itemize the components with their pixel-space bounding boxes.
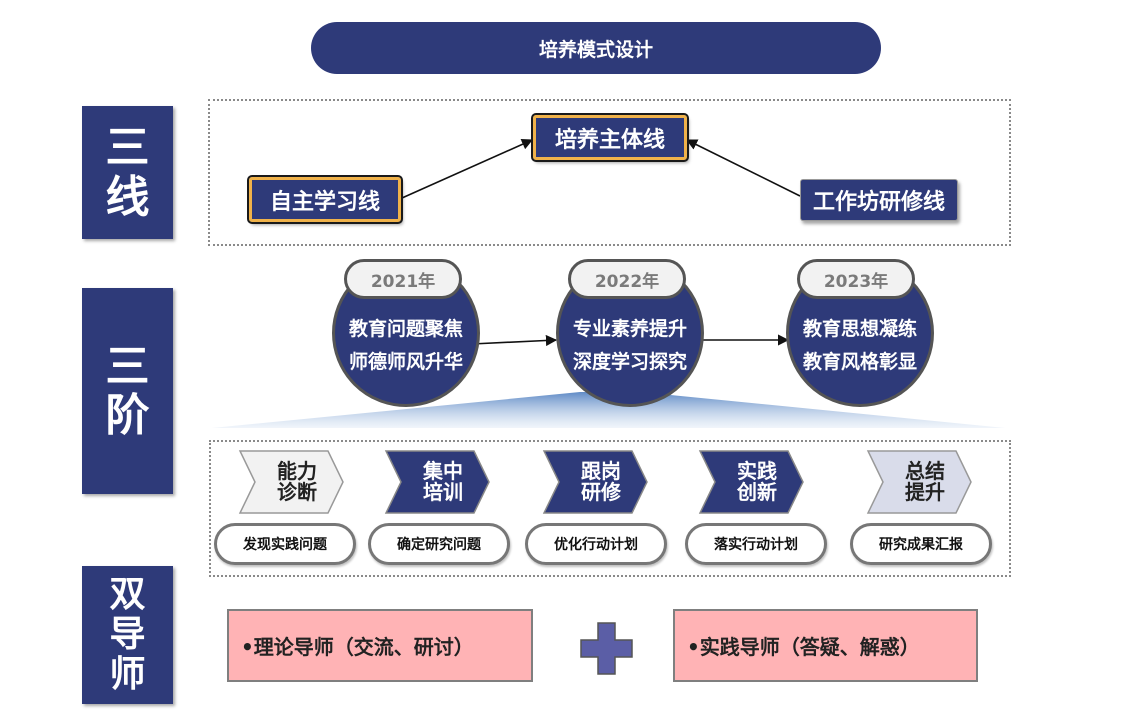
arrow-stage1-to-stage2 <box>471 334 558 347</box>
spotlight-fan <box>212 392 1005 428</box>
year-pill-2021: 2021年 <box>344 259 462 299</box>
chevron-text: 提升 <box>905 480 945 504</box>
stage-text-line2: 教育风格彰显 <box>802 351 917 373</box>
chevron-label-5: 总结 提升 <box>890 451 960 513</box>
chevron-shape-2 <box>384 450 490 514</box>
side-label-mentors: 双 导 师 <box>82 566 173 704</box>
chevron-shape-5 <box>866 450 972 514</box>
side-char: 三 <box>105 340 150 392</box>
side-char: 师 <box>109 654 146 696</box>
stage-text-line2: 深度学习探究 <box>572 351 687 373</box>
three-lines-frame <box>208 99 1011 246</box>
theory-mentor-box: •理论导师（交流、研讨） <box>227 609 533 682</box>
side-label-stages: 三 阶 <box>82 288 173 494</box>
chevron-text: 总结 <box>905 459 945 483</box>
chevron-shape-1 <box>238 450 344 514</box>
chevron-text: 跟岗 <box>581 459 621 483</box>
chevron-label-2: 集中 培训 <box>408 451 478 513</box>
practice-mentor-box: •实践导师（答疑、解惑） <box>673 609 978 682</box>
side-char: 阶 <box>105 390 150 441</box>
workshop-line-box: 工作坊研修线 <box>800 179 958 221</box>
chevron-text: 集中 <box>423 459 463 483</box>
arrow-left-to-center <box>401 138 534 199</box>
chevron-text: 创新 <box>737 480 777 504</box>
plus-icon <box>580 622 633 675</box>
chevron-text: 培训 <box>423 480 463 504</box>
main-line-box: 培养主体线 <box>531 113 689 162</box>
stage-text-line1: 专业素养提升 <box>572 317 687 340</box>
step-task-pill-5: 研究成果汇报 <box>850 523 992 565</box>
chevron-shape-4 <box>698 450 804 514</box>
side-char: 导 <box>109 613 146 655</box>
steps-frame <box>209 440 1011 577</box>
year-pill-2022: 2022年 <box>568 259 686 299</box>
side-char: 三 <box>105 122 150 174</box>
stage-text-line1: 教育思想凝练 <box>802 317 917 340</box>
chevron-label-4: 实践 创新 <box>722 451 792 513</box>
side-char: 双 <box>109 573 146 615</box>
chevron-text: 诊断 <box>277 480 317 504</box>
step-task-pill-2: 确定研究问题 <box>368 523 510 565</box>
arrow-right-to-center <box>685 139 801 197</box>
year-pill-2023: 2023年 <box>797 259 915 299</box>
step-task-pill-3: 优化行动计划 <box>525 523 667 565</box>
chevron-label-3: 跟岗 研修 <box>566 451 636 513</box>
title-banner: 培养模式设计 <box>311 22 881 74</box>
side-char: 线 <box>105 171 150 223</box>
chevron-text: 能力 <box>277 459 317 483</box>
step-task-pill-4: 落实行动计划 <box>685 523 827 565</box>
chevron-label-1: 能力 诊断 <box>262 451 332 513</box>
chevron-shape-3 <box>542 450 648 514</box>
chevron-text: 研修 <box>581 480 621 504</box>
chevron-text: 实践 <box>737 459 777 483</box>
side-label-lines: 三 线 <box>82 106 173 239</box>
self-study-line-box: 自主学习线 <box>247 175 403 224</box>
step-task-pill-1: 发现实践问题 <box>214 523 356 565</box>
stage-text-line2: 师德师风升华 <box>348 351 463 373</box>
stage-text-line1: 教育问题聚焦 <box>348 317 463 340</box>
